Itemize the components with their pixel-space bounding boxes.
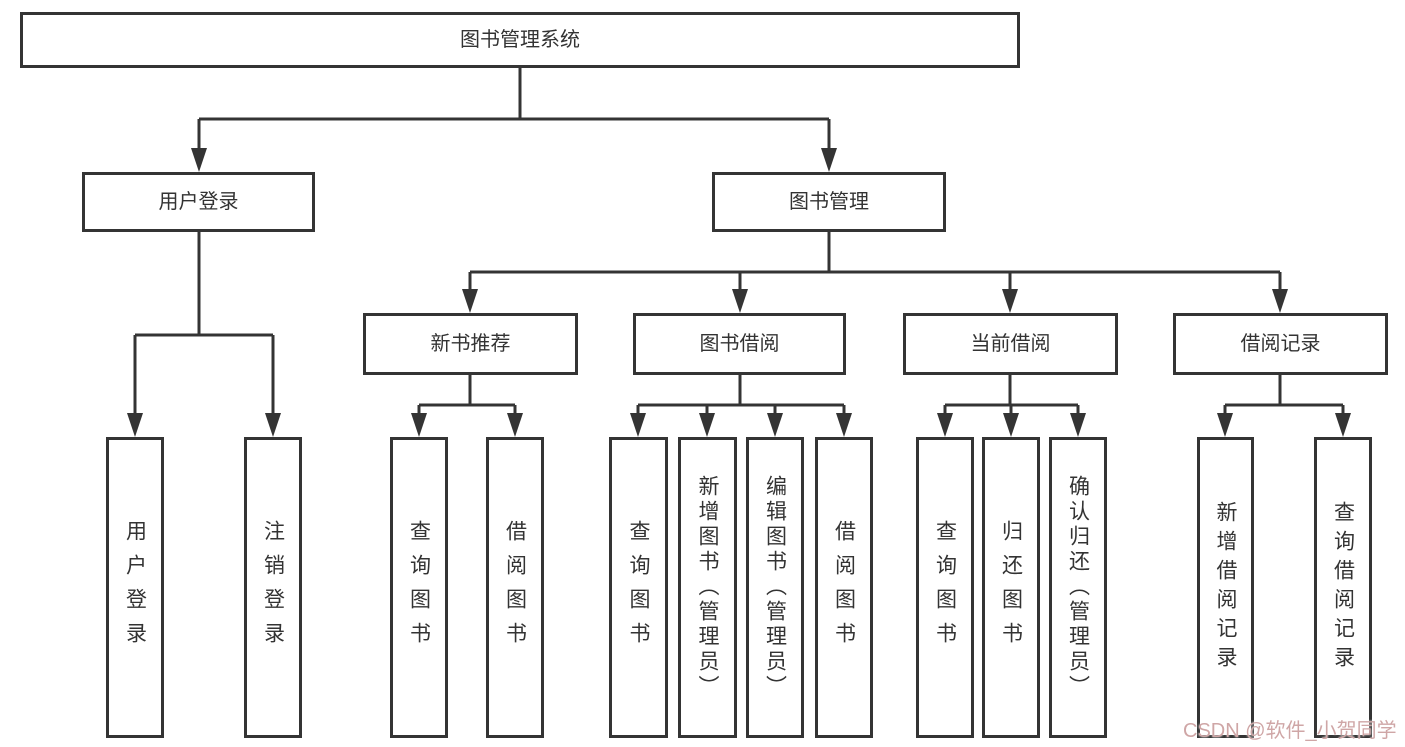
leaf-confirm-return-admin: 确认归还（管理员） [1049, 437, 1107, 738]
node-book-management: 图书管理 [712, 172, 946, 232]
csdn-watermark: CSDN @软件_小贺同学 [1183, 720, 1397, 742]
leaf-query-book-2: 查询图书 [609, 437, 668, 738]
node-user-login: 用户登录 [82, 172, 315, 232]
leaf-user-login: 用户登录 [106, 437, 164, 738]
leaf-borrow-book-2: 借阅图书 [815, 437, 873, 738]
leaf-query-book-1: 查询图书 [390, 437, 448, 738]
leaf-add-book-admin: 新增图书（管理员） [678, 437, 737, 738]
leaf-query-book-3: 查询图书 [916, 437, 974, 738]
arrowheads [127, 148, 1351, 437]
leaf-borrow-book-1: 借阅图书 [486, 437, 544, 738]
node-current-borrow: 当前借阅 [903, 313, 1118, 375]
leaf-logout: 注销登录 [244, 437, 302, 738]
leaf-add-borrow-record: 新增借阅记录 [1197, 437, 1254, 738]
leaf-edit-book-admin: 编辑图书（管理员） [746, 437, 804, 738]
leaf-return-book: 归还图书 [982, 437, 1040, 738]
leaf-query-borrow-record: 查询借阅记录 [1314, 437, 1372, 738]
node-root: 图书管理系统 [20, 12, 1020, 68]
node-new-book-recommend: 新书推荐 [363, 313, 578, 375]
node-book-borrow: 图书借阅 [633, 313, 846, 375]
node-borrow-record: 借阅记录 [1173, 313, 1388, 375]
